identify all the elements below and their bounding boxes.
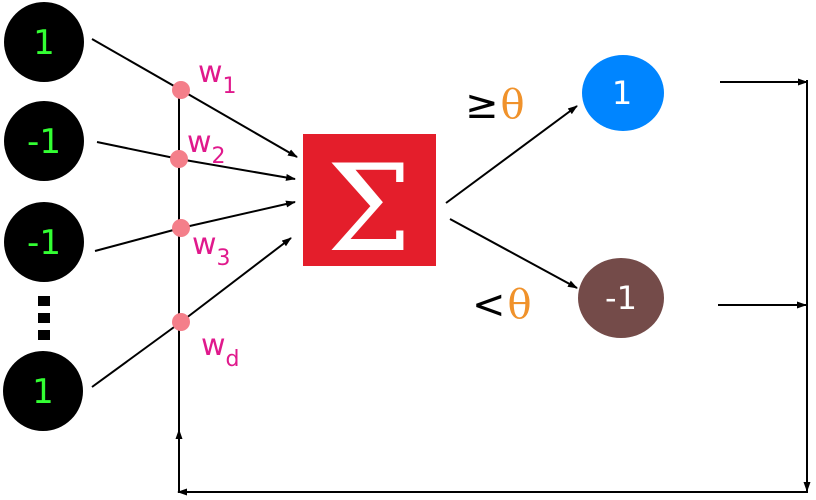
weight-base-1: w: [198, 55, 223, 90]
theta-symbol-top: θ: [501, 82, 525, 128]
ellipsis-dot: [38, 296, 50, 306]
weight-sub-1: 1: [223, 74, 237, 99]
weight-dot-3: [172, 219, 190, 237]
weight-label-1: w1: [198, 55, 237, 99]
output-arrow-neg: [449, 218, 578, 289]
weight-base-4: w: [201, 328, 226, 363]
output-node-neg: [578, 258, 664, 338]
summation-symbol: Σ: [327, 140, 412, 279]
ellipsis-dot: [38, 330, 50, 340]
weight-arrow-1: [180, 89, 298, 158]
input-line-1: [91, 38, 182, 91]
weight-sub-3: 3: [217, 246, 231, 271]
weight-arrow-2: [178, 158, 296, 181]
weight-dot-1: [172, 81, 190, 99]
ge-operator: ≥: [465, 82, 499, 128]
input-line-2: [96, 141, 180, 160]
weight-dot-2: [170, 150, 188, 168]
weight-sub-2: 2: [212, 144, 226, 169]
input-line-3: [94, 227, 182, 252]
input-node-2: [4, 101, 84, 181]
ellipsis-dot: [38, 313, 50, 323]
threshold-lt-label: <θ: [472, 282, 532, 328]
weight-label-3: w3: [192, 227, 231, 271]
input-line-4: [91, 321, 182, 388]
weight-label-4: wd: [201, 328, 240, 372]
output-label-neg: -1: [605, 279, 637, 317]
weight-base-3: w: [192, 227, 217, 262]
weight-arrow-4: [180, 237, 292, 323]
summation-box: [303, 134, 436, 266]
weight-arrow-3: [180, 200, 296, 229]
weight-base-2: w: [187, 125, 212, 160]
output-arrow-pos: [445, 105, 578, 204]
input-label-3: -1: [27, 223, 61, 263]
theta-symbol-bottom: θ: [508, 282, 532, 328]
lt-operator: <: [472, 282, 506, 328]
input-node-4: [3, 351, 83, 431]
weight-dot-4: [172, 313, 190, 331]
input-label-1: 1: [33, 23, 55, 63]
output-label-pos: 1: [612, 74, 632, 112]
threshold-ge-label: ≥θ: [465, 82, 525, 128]
ellipsis-dots: [38, 296, 50, 340]
input-label-2: -1: [27, 122, 61, 162]
weight-label-2: w2: [187, 125, 226, 169]
input-node-1: [4, 2, 84, 82]
input-node-3: [4, 202, 84, 282]
output-node-pos: [582, 55, 664, 131]
input-label-4: 1: [32, 372, 54, 412]
weight-sub-4: d: [226, 347, 240, 372]
